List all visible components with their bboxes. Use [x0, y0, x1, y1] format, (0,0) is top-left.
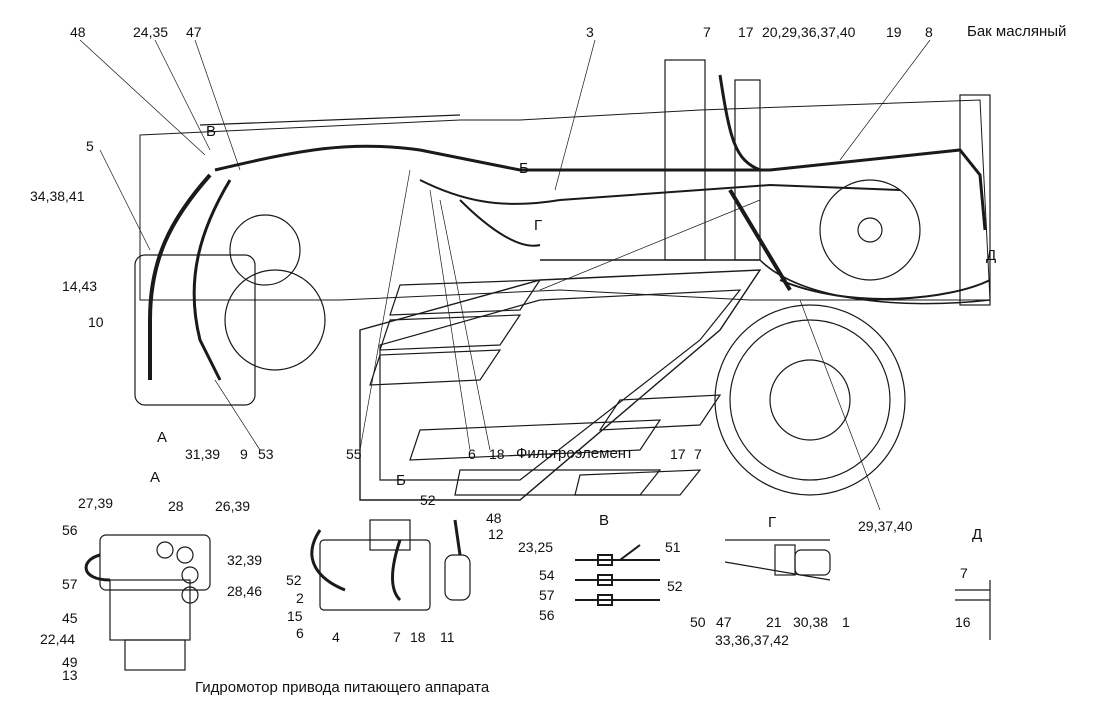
- hose-return: [540, 259, 991, 305]
- callout: 32,39: [227, 552, 263, 568]
- view-a-drawing: [84, 534, 211, 671]
- callout: 54: [539, 567, 555, 583]
- left-motor: [134, 254, 256, 406]
- callout: 52: [286, 572, 302, 588]
- callout: 48: [70, 24, 86, 40]
- callout: 50: [690, 614, 706, 630]
- hose-loop: [459, 199, 541, 247]
- hose-right: [779, 279, 991, 300]
- callout: 28,46: [227, 583, 263, 599]
- callout: 18: [489, 446, 505, 462]
- callout: 33,36,37,42: [715, 632, 789, 648]
- callout: 53: [258, 446, 274, 462]
- callout: 27,39: [78, 495, 114, 511]
- callout: 29,37,40: [858, 518, 913, 534]
- callout: 52: [420, 492, 436, 508]
- frame-rail: [199, 114, 461, 126]
- view-g-drawing: [724, 539, 831, 581]
- callout: 7: [703, 24, 711, 40]
- callout: 12: [488, 526, 504, 542]
- callout: 19: [886, 24, 902, 40]
- hose-diagonal: [728, 188, 792, 292]
- view-v-drawing: [575, 544, 660, 606]
- callout: 7: [393, 629, 401, 645]
- view-d-drawing: [955, 580, 991, 640]
- view-label-a-main: А: [157, 429, 168, 446]
- view-title-d: Д: [972, 526, 983, 543]
- chevron-panel: [359, 269, 762, 501]
- view-title-b: Б: [396, 472, 406, 489]
- callout: 14,43: [62, 278, 98, 294]
- pulley-wheel: [819, 179, 921, 281]
- view-label-g-main: Г: [534, 217, 543, 234]
- callout: 55: [346, 446, 362, 462]
- view-b-drawing: [310, 519, 471, 611]
- callout: 47: [716, 614, 732, 630]
- view-label-b-main: Б: [519, 160, 529, 177]
- view-title-a: А: [150, 469, 161, 486]
- callout: 30,38: [793, 614, 829, 630]
- callout: 6: [296, 625, 304, 641]
- callout: 3: [586, 24, 594, 40]
- callout: 7: [694, 446, 702, 462]
- hose-left-bundle: [148, 173, 212, 380]
- callout: 26,39: [215, 498, 251, 514]
- callout: 45: [62, 610, 78, 626]
- callout: 57: [539, 587, 555, 603]
- callout: 34,38,41: [30, 188, 85, 204]
- callout: 47: [186, 24, 202, 40]
- callout: 6: [468, 446, 476, 462]
- callout: 24,35: [133, 24, 169, 40]
- callout: 52: [667, 578, 683, 594]
- callout: 49: [62, 654, 78, 670]
- callout: 17: [670, 446, 686, 462]
- callout: 5: [86, 138, 94, 154]
- callout: 56: [539, 607, 555, 623]
- callout: 11: [440, 629, 455, 645]
- callout: 57: [62, 576, 78, 592]
- oil-tank: [959, 94, 991, 306]
- view-title-g: Г: [768, 514, 777, 531]
- front-wheel: [714, 304, 906, 496]
- view-label-d-main: Д: [986, 247, 997, 264]
- callout: 16: [955, 614, 971, 630]
- callout: 15: [287, 608, 303, 624]
- callout: 22,44: [40, 631, 76, 647]
- callout: 48: [486, 510, 502, 526]
- callout: 23,25: [518, 539, 554, 555]
- callout: 4: [332, 629, 340, 645]
- hose-riser: [718, 74, 761, 172]
- callout: 21: [766, 614, 782, 630]
- callout: 18: [410, 629, 426, 645]
- callout: 13: [62, 667, 78, 683]
- callout: 8: [925, 24, 933, 40]
- filter-element-caption: Фильтроэлемент: [516, 445, 633, 462]
- callout: 1: [842, 614, 850, 630]
- callout: 20,29,36,37,40: [762, 24, 856, 40]
- view-label-v-main: В: [206, 123, 217, 140]
- hose-main-bottom: [419, 179, 901, 205]
- callout: 9: [240, 446, 248, 462]
- callout: 31,39: [185, 446, 221, 462]
- callout: 7: [960, 565, 968, 581]
- hose-left-bundle-2: [192, 179, 232, 381]
- hydromotor-caption: Гидромотор привода питающего аппарата: [195, 679, 490, 696]
- oil-tank-caption: Бак масляный: [967, 23, 1067, 40]
- view-title-v: В: [599, 512, 610, 529]
- callout: 28: [168, 498, 184, 514]
- hose-main-top: [214, 144, 987, 231]
- callout: 10: [88, 314, 104, 330]
- callout: 51: [665, 539, 681, 555]
- callout: 56: [62, 522, 78, 538]
- column-left: [664, 59, 706, 261]
- callout: 2: [296, 590, 304, 606]
- callout: 17: [738, 24, 754, 40]
